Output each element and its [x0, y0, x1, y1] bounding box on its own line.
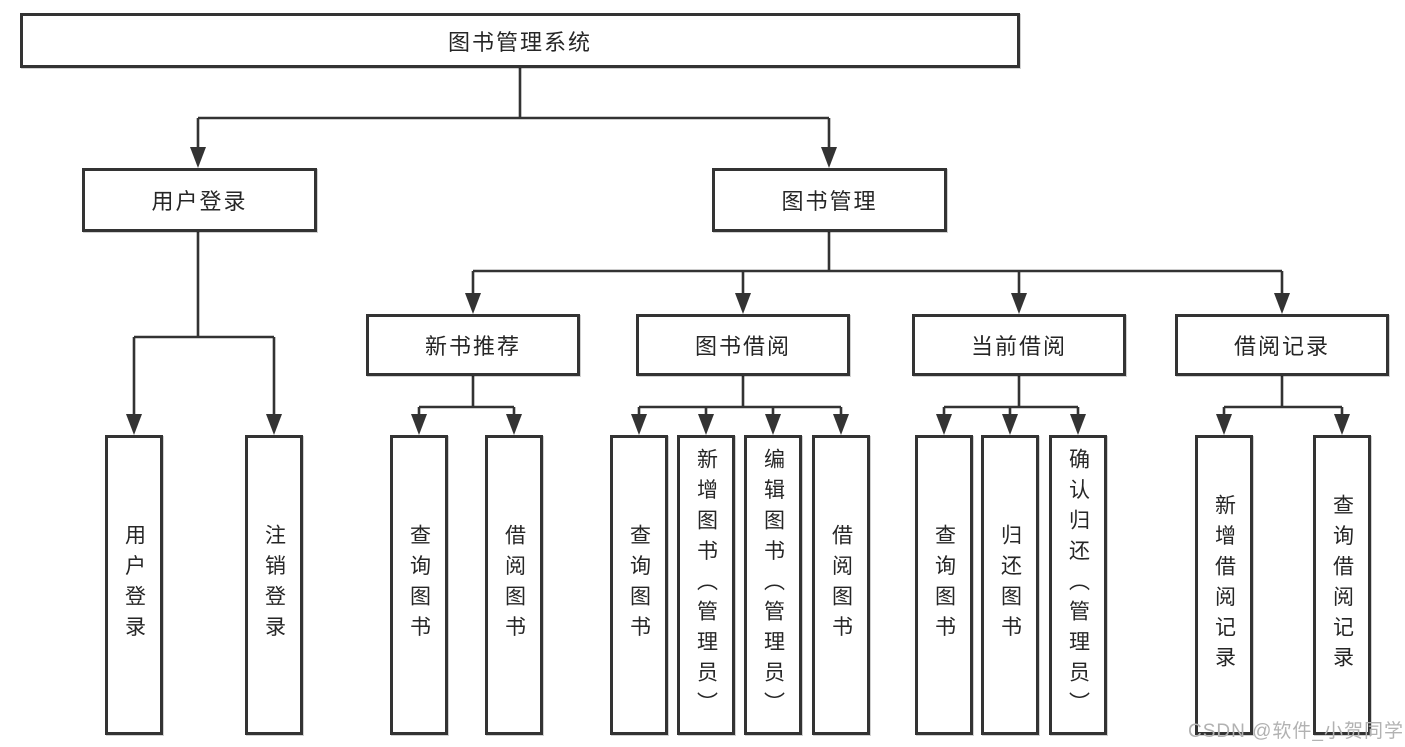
arrow-icon	[765, 414, 781, 435]
node-query-books-borrowing: 查询图书	[610, 435, 668, 735]
arrow-icon	[1070, 414, 1086, 435]
arrow-icon	[1002, 414, 1018, 435]
arrow-icon	[506, 414, 522, 435]
node-new-book-recommendation: 新书推荐	[366, 314, 580, 376]
node-book-borrowing: 图书借阅	[636, 314, 850, 376]
node-return-book: 归还图书	[981, 435, 1039, 735]
arrow-icon	[1334, 414, 1350, 435]
arrow-icon	[1274, 293, 1290, 314]
node-borrow-books-recommend: 借阅图书	[485, 435, 543, 735]
node-add-borrow-record: 新增借阅记录	[1195, 435, 1253, 735]
arrow-icon	[411, 414, 427, 435]
node-user-login: 用户登录	[82, 168, 317, 232]
node-user-login-leaf: 用户登录	[105, 435, 163, 735]
arrow-icon	[821, 147, 837, 168]
node-query-borrow-record: 查询借阅记录	[1313, 435, 1371, 735]
node-add-book-admin: 新增图书（管理员）	[677, 435, 735, 735]
node-current-borrowing: 当前借阅	[912, 314, 1126, 376]
node-borrowing-records: 借阅记录	[1175, 314, 1389, 376]
arrow-icon	[1216, 414, 1232, 435]
arrow-icon	[936, 414, 952, 435]
node-book-management: 图书管理	[712, 168, 947, 232]
watermark: CSDN @软件_小贺同学	[1188, 721, 1404, 742]
node-query-books-current: 查询图书	[915, 435, 973, 735]
node-library-management-system: 图书管理系统	[20, 13, 1020, 68]
node-confirm-return-admin: 确认归还（管理员）	[1049, 435, 1107, 735]
node-borrow-books-borrowing: 借阅图书	[812, 435, 870, 735]
arrow-icon	[126, 414, 142, 435]
arrow-icon	[266, 414, 282, 435]
arrow-icon	[833, 414, 849, 435]
node-logout-leaf: 注销登录	[245, 435, 303, 735]
arrow-icon	[698, 414, 714, 435]
node-query-books-recommend: 查询图书	[390, 435, 448, 735]
arrow-icon	[735, 293, 751, 314]
arrow-icon	[190, 147, 206, 168]
arrow-icon	[1011, 293, 1027, 314]
node-edit-book-admin: 编辑图书（管理员）	[744, 435, 802, 735]
arrow-icon	[465, 293, 481, 314]
arrow-icon	[631, 414, 647, 435]
